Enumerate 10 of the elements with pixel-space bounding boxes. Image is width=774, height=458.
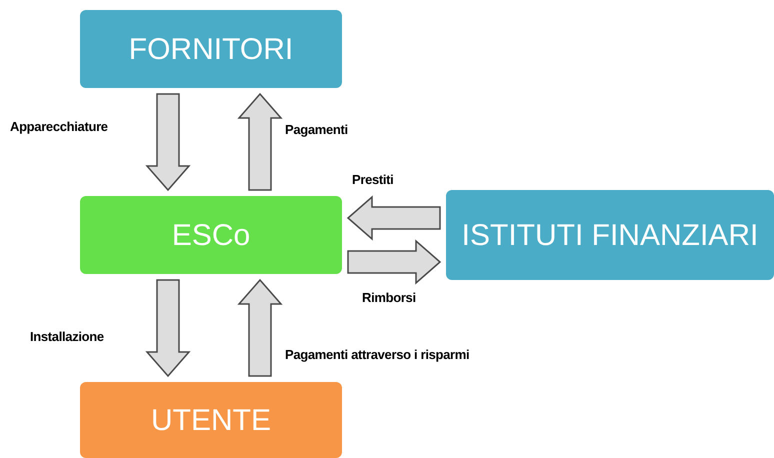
entity-box: ISTITUTI FINANZIARI xyxy=(446,190,774,280)
block-arrow xyxy=(237,278,283,377)
entity-box: ESCo xyxy=(80,196,342,274)
entity-box: FORNITORI xyxy=(80,10,342,88)
block-arrow xyxy=(347,239,442,285)
block-arrow xyxy=(237,92,283,191)
entity-box: UTENTE xyxy=(80,382,342,458)
block-arrow xyxy=(145,93,191,192)
block-arrow xyxy=(145,279,191,378)
block-arrow xyxy=(346,195,441,241)
